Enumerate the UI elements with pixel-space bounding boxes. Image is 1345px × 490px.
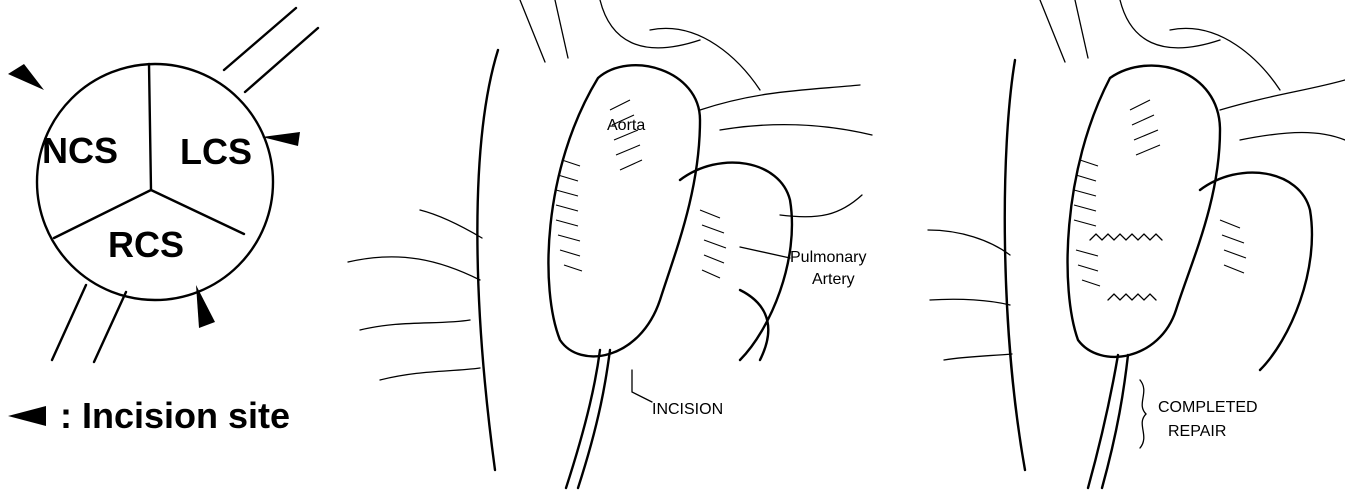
- pulmonary-artery-outline-right: [1200, 173, 1312, 370]
- completed-brace: [1140, 380, 1146, 448]
- vessel-branch-top-right: [1040, 0, 1280, 90]
- completed-label-line2: REPAIR: [1168, 423, 1226, 440]
- coronary-artery-descending-right: [1088, 355, 1128, 488]
- legend-text: : Incision site: [60, 395, 290, 436]
- ncs-label: NCS: [42, 130, 118, 171]
- lcs-label: LCS: [180, 131, 252, 172]
- right-coronary-artery: [52, 285, 126, 362]
- pulmonary-branches-right-side: [1220, 80, 1345, 140]
- left-coronary-artery: [224, 8, 318, 92]
- aorta-label: Aorta: [607, 117, 645, 134]
- incision-arrowhead-ncs: [8, 64, 44, 90]
- pulmonary-veins-left: [348, 210, 482, 380]
- aortic-root-schematic: NCS LCS RCS: [8, 8, 318, 362]
- incision-legend: : Incision site: [8, 395, 290, 436]
- completed-label-line1: COMPLETED: [1158, 399, 1258, 416]
- pulmonary-label-line1: Pulmonary: [790, 249, 866, 266]
- completed-repair-illustration: COMPLETED REPAIR: [928, 0, 1345, 488]
- vena-cava-outline: [477, 50, 498, 470]
- pulmonary-veins-left-right: [928, 230, 1012, 360]
- pulmonary-pointer-line: [740, 247, 790, 258]
- incision-illustration: Aorta Pulmonary Artery INCISION: [348, 0, 872, 488]
- vena-cava-outline-right: [1005, 60, 1025, 470]
- incision-pointer-line: [632, 370, 652, 402]
- incision-label: INCISION: [652, 401, 723, 418]
- aorta-outline: [548, 65, 700, 356]
- pulmonary-artery-outline: [680, 163, 792, 360]
- rcs-label: RCS: [108, 224, 184, 265]
- pulmonary-label-line2: Artery: [812, 271, 855, 288]
- incision-legend-arrowhead-icon: [8, 406, 46, 426]
- incision-arrowhead-rcs: [196, 285, 215, 328]
- repair-suture-line: [1090, 234, 1162, 300]
- coronary-artery-descending: [566, 350, 610, 488]
- aorta-outline-right: [1068, 66, 1220, 357]
- pulmonary-branches-right: [700, 85, 872, 217]
- vessel-branch-top: [520, 0, 760, 90]
